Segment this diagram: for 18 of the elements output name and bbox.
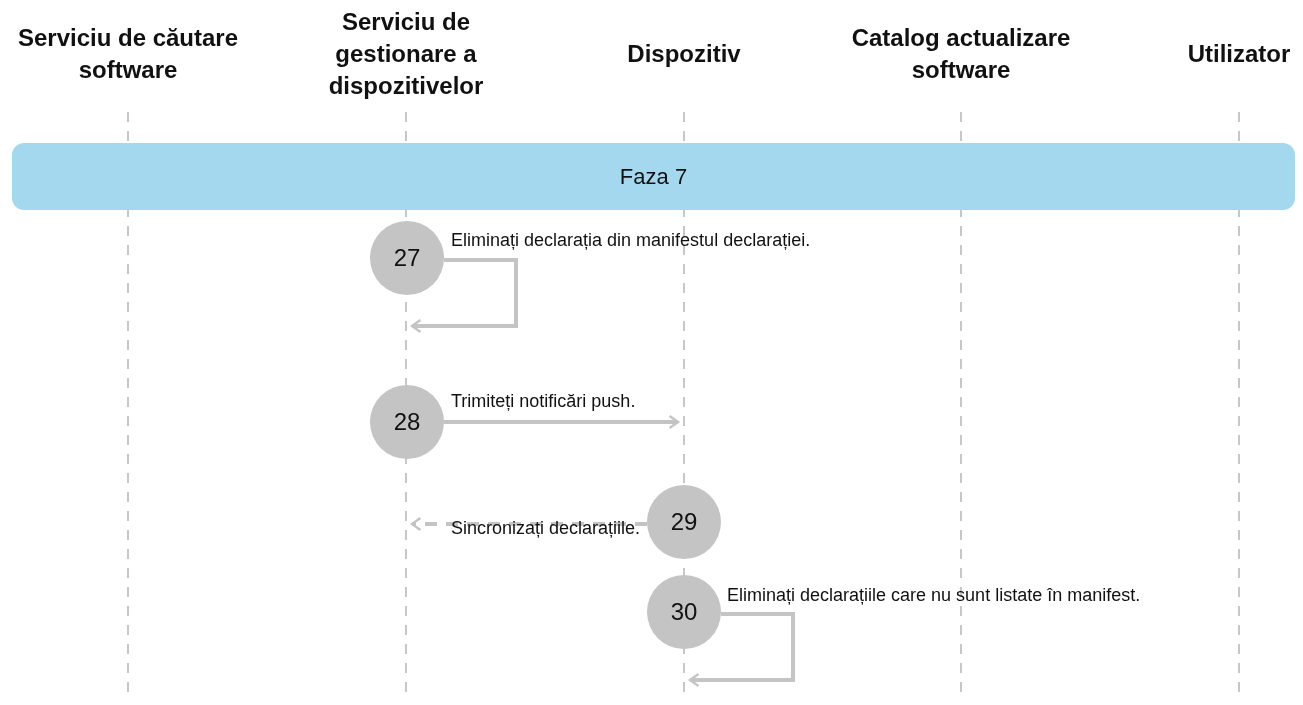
- step-number: 29: [647, 485, 721, 559]
- arrow: [688, 612, 795, 688]
- edge-label: Eliminați declarațiile care nu sunt listate în manifest.: [727, 584, 1141, 606]
- edge-label: Sincronizați declarațiile.: [450, 517, 640, 539]
- step-number: 28: [370, 385, 444, 459]
- arrow: [410, 258, 518, 334]
- phase-band: Faza 7: [12, 143, 1295, 210]
- step-number: 30: [647, 575, 721, 649]
- edge-label: Trimiteți notificări push.: [451, 390, 636, 412]
- step-number: 27: [370, 221, 444, 295]
- lifeline-title: Utilizator: [1159, 38, 1303, 70]
- arrow: [410, 516, 647, 532]
- lifeline-title: Dispozitiv: [584, 38, 784, 70]
- lifeline-title: Serviciu de gestionare a dispozitivelor: [306, 6, 506, 102]
- arrow: [444, 414, 680, 430]
- edge-label: Eliminați declarația din manifestul declarației.: [451, 229, 811, 251]
- lifeline-title: Catalog actualizare software: [831, 22, 1091, 86]
- lifeline-title: Serviciu de căutare software: [0, 22, 258, 86]
